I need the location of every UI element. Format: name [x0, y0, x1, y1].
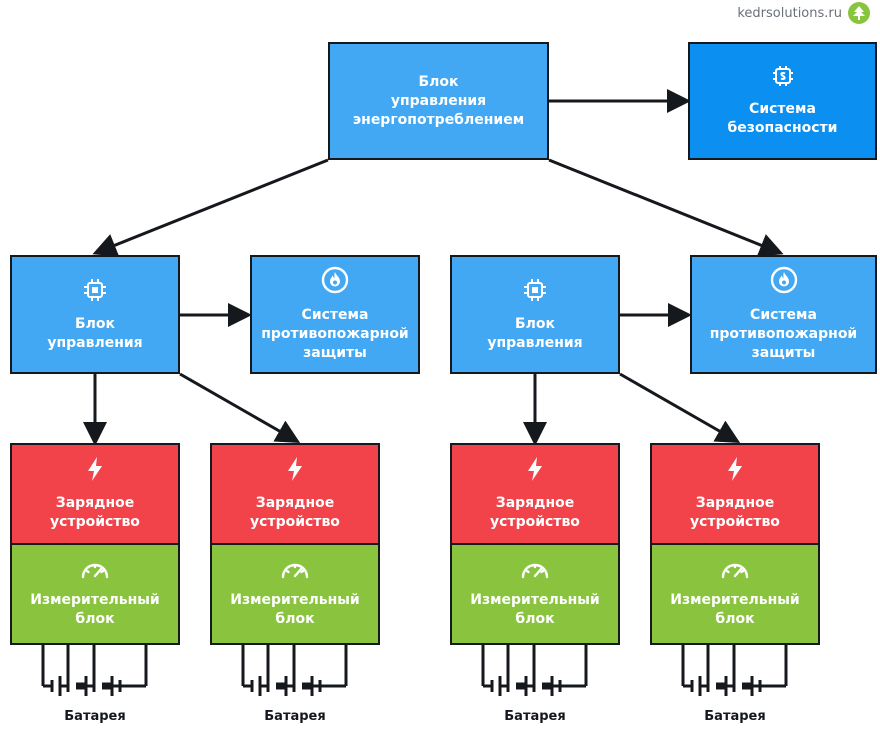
- security-line1: Система: [749, 101, 816, 117]
- chip-icon: [82, 277, 108, 309]
- arrow-energy-to-left-control: [92, 158, 329, 257]
- meter-line1: Измерительный: [470, 592, 600, 608]
- fire-system-line1: Система: [301, 307, 369, 323]
- arrow-control1-to-charger2: [179, 372, 301, 443]
- meter-4: Измерительный блок: [650, 543, 820, 645]
- charger-4: Зарядное устройство: [650, 443, 820, 545]
- lightning-icon: [86, 456, 104, 488]
- brand: kedrsolutions.ru: [737, 2, 870, 24]
- control-unit-line2: управления: [47, 334, 143, 351]
- charger-line2: устройство: [690, 514, 780, 530]
- chip-icon: [522, 277, 548, 309]
- battery-label-2: Батарея: [264, 709, 326, 724]
- security-line2: безопасности: [727, 120, 838, 136]
- fire-system-line1: Система: [750, 307, 817, 323]
- meter-line2: блок: [715, 611, 755, 627]
- meter-line1: Измерительный: [30, 592, 160, 608]
- gauge-icon: [80, 559, 110, 585]
- charger-line2: устройство: [50, 514, 140, 530]
- battery-label-1: Батарея: [64, 709, 126, 724]
- fire-system-line2: противопожарной: [261, 326, 409, 342]
- fire-system-line3: защиты: [751, 345, 816, 361]
- meter-line2: блок: [75, 611, 115, 627]
- battery-symbol-3: [481, 645, 588, 696]
- battery-label-4: Батарея: [704, 709, 766, 724]
- energy-control-line3: энергопотреблением: [352, 111, 525, 128]
- gauge-icon: [520, 559, 550, 585]
- meter-2: Измерительный блок: [210, 543, 380, 645]
- secure-chip-icon: [771, 64, 795, 94]
- meter-3: Измерительный блок: [450, 543, 620, 645]
- lightning-icon: [286, 456, 304, 488]
- energy-control-block: Блок управления энергопотреблением: [328, 42, 549, 160]
- lightning-icon: [726, 456, 744, 488]
- battery-symbol-1: [41, 645, 148, 696]
- charger-line2: устройство: [490, 514, 580, 530]
- meter-line2: блок: [515, 611, 555, 627]
- gauge-icon: [720, 559, 750, 585]
- control-unit-line1: Блок: [514, 315, 556, 332]
- arrow-energy-to-right-fire: [548, 158, 784, 257]
- meter-line2: блок: [275, 611, 315, 627]
- energy-control-line1: Блок: [418, 73, 459, 90]
- lightning-icon: [526, 456, 544, 488]
- meter-line1: Измерительный: [230, 592, 360, 608]
- meter-1: Измерительный блок: [10, 543, 180, 645]
- charger-1: Зарядное устройство: [10, 443, 180, 545]
- control-unit-left: Блок управления: [10, 255, 180, 374]
- charger-line1: Зарядное: [495, 495, 575, 511]
- security-system-block: Система безопасности: [688, 42, 877, 160]
- fire-system-right: Система противопожарной защиты: [690, 255, 877, 374]
- charger-line1: Зарядное: [695, 495, 775, 511]
- cedar-logo-icon: [848, 2, 870, 24]
- arrow-control2-to-charger4: [619, 372, 741, 443]
- meter-line1: Измерительный: [670, 592, 800, 608]
- control-unit-line2: управления: [487, 334, 583, 351]
- energy-control-line2: управления: [390, 92, 487, 109]
- gauge-icon: [280, 559, 310, 585]
- charger-line2: устройство: [250, 514, 340, 530]
- fire-system-line3: защиты: [303, 345, 367, 361]
- flame-icon: [770, 266, 798, 300]
- control-unit-line1: Блок: [74, 315, 116, 332]
- charger-2: Зарядное устройство: [210, 443, 380, 545]
- fire-system-left: Система противопожарной защиты: [250, 255, 420, 374]
- flame-icon: [321, 266, 349, 300]
- battery-symbol-4: [681, 645, 788, 696]
- charger-3: Зарядное устройство: [450, 443, 620, 545]
- charger-line1: Зарядное: [55, 495, 135, 511]
- battery-label-3: Батарея: [504, 709, 566, 724]
- fire-system-line2: противопожарной: [709, 326, 858, 342]
- brand-site: kedrsolutions.ru: [737, 5, 842, 21]
- battery-symbol-2: [241, 645, 348, 696]
- control-unit-right: Блок управления: [450, 255, 620, 374]
- charger-line1: Зарядное: [255, 495, 335, 511]
